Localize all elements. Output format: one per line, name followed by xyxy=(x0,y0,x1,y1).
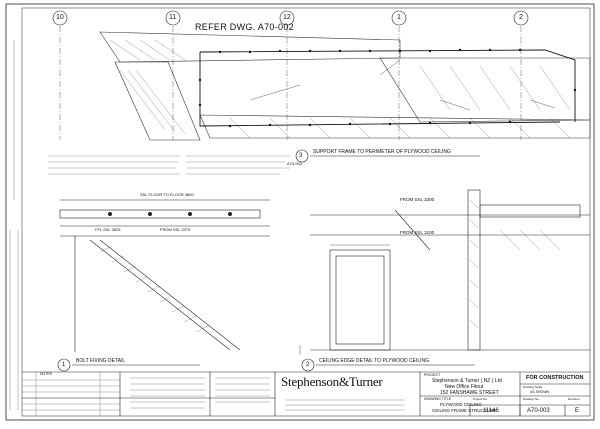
drawing-number: A70-003 xyxy=(527,408,550,414)
drawing-scale-header: Drawing Scale xyxy=(523,385,543,389)
level-ssl-3625: FFL SSL 3625 xyxy=(95,227,121,232)
detail-2-title: CEILING EDGE DETAIL TO PLYWOOD CEILING xyxy=(319,358,430,364)
revision-header: Revision xyxy=(568,397,580,401)
drawing-no-header: Drawing No. xyxy=(523,397,540,401)
detail-2-number: 2 xyxy=(306,362,310,368)
revision-letter: E xyxy=(575,408,580,414)
drawing-title-line2: CEILING FRAME STRUCTURE xyxy=(432,408,497,413)
grid-bubble-11: 11 xyxy=(169,14,177,21)
notes-header: NOTES xyxy=(40,372,53,376)
project-client: Stephenson & Turner ( NZ ) Ltd xyxy=(432,378,502,384)
grid-bubble-12: 12 xyxy=(283,14,291,21)
grid-bubble-1: 1 xyxy=(397,14,401,21)
level-ssl-3200: FROM SSL 3200 xyxy=(400,197,435,202)
detail-3-number: 3 xyxy=(299,153,303,159)
grid-bubble-10: 10 xyxy=(56,14,64,21)
detail-3-ref: A70-002 xyxy=(287,161,303,166)
drawing-title-line1: PLYWOOD CEILING xyxy=(440,402,482,407)
level-floor-to-floor: SSL FLOOR TO FLOOR 3800 xyxy=(140,192,194,197)
drawing-scale-value: AS SHOWN xyxy=(530,390,550,394)
project-no-header: Project No. xyxy=(473,397,488,401)
project-number: 11146 xyxy=(483,408,499,414)
status-for-construction: FOR CONSTRUCTION xyxy=(526,375,584,381)
grid-bubble-2: 2 xyxy=(519,14,523,21)
detail-1-title: BOLT FIXING DETAIL xyxy=(76,358,126,364)
project-header: PROJECT xyxy=(424,373,441,377)
detail-1-number: 1 xyxy=(62,362,66,368)
project-name: New Office Fitout xyxy=(445,384,484,390)
level-ssl-3100: FROM SSL 3100 xyxy=(400,230,435,235)
level-ssl-3375: FROM SSL 3375 xyxy=(160,227,191,232)
drawing-title-header: DRAWING TITLE xyxy=(424,397,452,401)
firm-logo-text: Stephenson&Turner xyxy=(281,374,383,389)
project-address: 152 FANSHAWE STREET xyxy=(440,390,499,396)
detail-3-title: SUPPORT FRAME TO PERIMETER OF PLYWOOD CE… xyxy=(313,149,451,155)
refer-drawing-label: REFER DWG. A70-002 xyxy=(195,22,294,32)
